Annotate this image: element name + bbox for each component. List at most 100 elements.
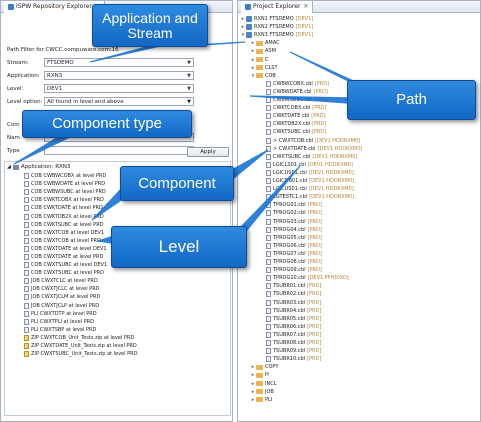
node-label: TPROG02.cbl [273,210,306,217]
file-node[interactable]: CWBWSUBC.cbl[PRD] [260,96,328,104]
chevron-right-icon[interactable]: ▸ [251,56,255,63]
file-node[interactable]: TSUBR03.cbl[PRD] [260,299,321,307]
file-node[interactable]: TSUBR01.cbl[PRD] [260,282,321,290]
tab-project-explorer[interactable]: Project Explorer ✕ [241,1,314,13]
level-select[interactable]: DEV1 ▼ [44,84,194,93]
application-select[interactable]: RXN3 ▼ [44,71,194,80]
file-node[interactable]: TPROG05.cbl[PRD] [260,234,322,242]
tree-item[interactable]: ZIP CWXTDATE_Unit_Tests.zip at level PRD [5,342,230,350]
project-node[interactable]: ▸RXN2 FTSDEMO[DEV1] [240,23,313,31]
file-node[interactable]: TSUBR06.cbl[PRD] [260,323,321,331]
chevron-right-icon[interactable]: ▸ [241,24,245,31]
file-node[interactable]: TSUBR05.cbl[PRD] [260,315,321,323]
tree-item[interactable]: JOB CWXTCLC at level PRD [5,277,230,285]
collapse-icon[interactable]: ◢ [7,164,11,170]
tree-item[interactable]: COB CWBWDATE at level PRD [5,180,230,188]
file-node[interactable]: TPROG06.cbl[PRD] [260,242,322,250]
file-node[interactable]: TPROG01.cbl[PRD] [260,201,322,209]
file-node[interactable]: TPROG02.cbl[PRD] [260,209,322,217]
file-node[interactable]: TPROG09.cbl[PRD] [260,266,322,274]
tree-item[interactable]: COB CWXTCOB at level PRD [5,237,230,245]
file-node[interactable]: TSUBR10.cbl[PRD] [260,355,321,363]
chevron-down-icon[interactable]: ▾ [241,32,245,39]
file-node[interactable]: CWKTCOBX.cbl[PRD] [260,104,327,112]
folder-node[interactable]: ▸PLI [250,396,273,404]
chevron-right-icon[interactable]: ▸ [251,396,255,403]
apply-button[interactable]: Apply [187,147,229,157]
file-node[interactable]: TSUBR02.cbl[PRD] [260,290,321,298]
folder-node[interactable]: ▸AMAC [250,39,280,47]
tree-item[interactable]: COB CWXTDATE at level PRD [5,253,230,261]
file-node[interactable]: CWXTSUBC.cbl[DEV1 HDDRXM0] [260,153,357,161]
file-node[interactable]: TSUBR08.cbl[PRD] [260,339,321,347]
file-node[interactable]: LGTESTC1.cbl[DEV1 HDDRXM0] [260,193,354,201]
level-option-select[interactable]: All found in level and above ▼ [44,97,194,106]
file-node[interactable]: CWBWCOBX.cbl[PRD] [260,80,329,88]
tree-item[interactable]: ZIP CWXTCOB_Unit_Tests.zip at level PRD [5,334,230,342]
file-node[interactable]: TPROG10.cbl[DEV1 PFHDIXO] [260,274,349,282]
tree-item[interactable]: COB CWKTDATE at level PRD [5,204,230,212]
tree-item[interactable]: PLI CWXTSBP at level PRD [5,326,230,334]
tree-item[interactable]: COB CWXTCOB at level DEV1 [5,229,230,237]
tree-item[interactable]: PLI CWXTDTP at level PRD [5,310,230,318]
chevron-right-icon[interactable]: ▸ [241,16,245,22]
chevron-right-icon[interactable]: ▸ [251,40,255,47]
stream-select[interactable]: FTSDEMO ▼ [44,58,194,67]
tree-item[interactable]: JOB CWXTJCLM at level PRD [5,293,230,301]
tree-item[interactable]: JOB CWXTJCLC at level PRD [5,285,230,293]
folder-node[interactable]: ▸COPY [250,363,279,371]
folder-icon [256,40,263,46]
tree-item-label: ZIP CWXTDATE_Unit_Tests.zip at level PRD [31,343,137,350]
chevron-right-icon[interactable]: ▸ [251,380,255,387]
tree-root-application[interactable]: ◢ Application: RXN3 [5,162,230,172]
file-node[interactable]: CWBWDATE.cbl[PRD] [260,88,328,96]
tree-item[interactable]: COB CWXTSUBC at level PRD [5,269,230,277]
level-tag: [PRD] [307,283,322,290]
chevron-right-icon[interactable]: ▸ [251,64,255,71]
chevron-right-icon[interactable]: ▸ [251,388,255,395]
tree-item[interactable]: COB CWKTCOBX at level PRD [5,196,230,204]
tree-item[interactable]: COB CWKTDB2X at level PRD [5,212,230,220]
project-node[interactable]: ▾RXN3 FTSDEMO[DEV1] [240,31,313,39]
file-node[interactable]: TSUBR04.cbl[PRD] [260,307,321,315]
tree-item[interactable]: JOB CWXTJCLP at level PRD [5,302,230,310]
type-input[interactable] [44,146,194,155]
level-tag: [PRD] [307,267,322,274]
chevron-right-icon[interactable]: ▸ [251,364,255,371]
file-node[interactable]: LGICLS01.cbl[DEV1 HDDRXM0] [260,161,353,169]
file-node[interactable]: CWKTDATE.cbl[PRD] [260,112,326,120]
folder-node[interactable]: ▸JOB [250,388,274,396]
folder-node[interactable]: ▾COB [250,72,276,80]
chevron-right-icon[interactable]: ▸ [251,372,255,379]
file-node[interactable]: TPROG08.cbl[PRD] [260,258,322,266]
file-node[interactable]: TSUBR07.cbl[PRD] [260,331,321,339]
tree-item[interactable]: PLI CWXTPLI at level PRD [5,318,230,326]
close-icon[interactable]: ✕ [303,3,309,10]
file-node[interactable]: CWKTDB2X.cbl[PRD] [260,120,326,128]
folder-node[interactable]: ▸ASM [250,47,276,55]
tree-item[interactable]: ZIP CWXTSUBC_Unit_Tests.zip at level PRD [5,350,230,358]
tree-item[interactable]: COB CWBWCOBX at level PRD [5,172,230,180]
folder-node[interactable]: ▸INCL [250,380,277,388]
chevron-right-icon[interactable]: ▸ [251,48,255,55]
file-node[interactable]: > CWXTDATE.cbl[DEV1 HDDRXM0] [260,145,362,153]
tree-item[interactable]: COB CWKTSUBC at level PRD [5,221,230,229]
file-node[interactable]: LGICUS01.cbl[DEV1 HDDRXM0] [260,169,354,177]
tab-ispw-repository-explorer[interactable]: ISPW Repository Explorer ✕ [4,1,105,13]
file-node[interactable]: LGICUS01.cbl[DEV1 HDDRXM0] [260,185,354,193]
file-node[interactable]: > CWXTCOB.cbl[DEV1 HDDRXM0] [260,137,360,145]
tree-item[interactable]: COB CWXTSUBC at level DEV1 [5,261,230,269]
file-node[interactable]: TPROG07.cbl[PRD] [260,250,322,258]
chevron-down-icon[interactable]: ▾ [251,72,255,79]
file-node[interactable]: LGICDB01.cbl[DEV1 HDDRXM0] [260,177,354,185]
folder-node[interactable]: ▸C [250,56,269,64]
tree-item[interactable]: COB CWBWSUBC at level PRD [5,188,230,196]
file-node[interactable]: TPROG04.cbl[PRD] [260,226,322,234]
project-node[interactable]: ▸RXN1 FTSDEMO[DEV1] [240,15,313,23]
folder-node[interactable]: ▸H [250,371,269,379]
folder-node[interactable]: ▸CLST [250,64,278,72]
file-node[interactable]: TPROG03.cbl[PRD] [260,218,322,226]
file-node[interactable]: TSUBR09.cbl[PRD] [260,347,321,355]
file-node[interactable]: CWKTSUBC.cbl[PRD] [260,128,326,136]
tree-item[interactable]: COB CWXTDATE at level DEV1 [5,245,230,253]
